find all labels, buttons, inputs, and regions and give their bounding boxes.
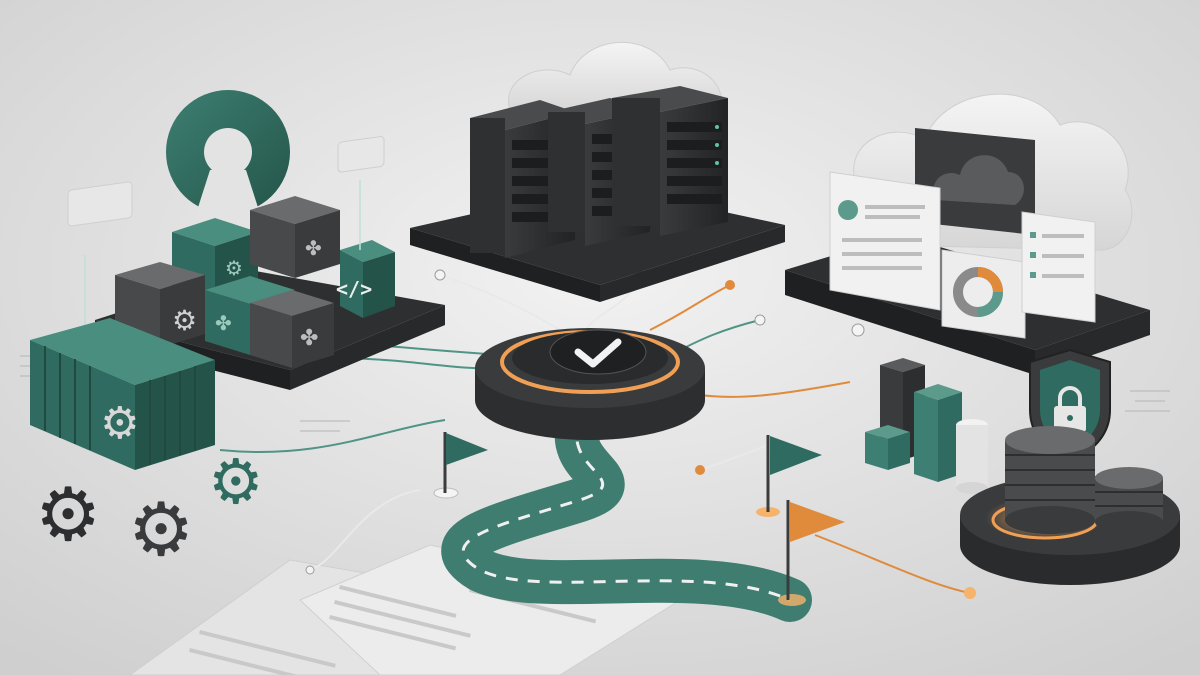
- lock-icon: [1054, 386, 1086, 432]
- list-card: [1021, 211, 1096, 323]
- gear-icon: ⚙: [128, 487, 194, 573]
- flag-icon: [770, 436, 822, 475]
- puzzle-cube: ✤: [250, 196, 340, 278]
- network-icon: ⚙: [225, 256, 243, 280]
- roadmap-path: [441, 398, 812, 622]
- floating-card: [337, 136, 385, 250]
- milestone-flag: [786, 500, 845, 600]
- bar-blocks: [865, 358, 988, 494]
- info-card: [829, 171, 941, 311]
- cloud-icon: [933, 155, 1024, 205]
- coin-platform: [960, 426, 1180, 585]
- cloud-dashboard: [785, 93, 1150, 375]
- central-hub: [475, 328, 705, 440]
- coin-stack: [1005, 426, 1095, 534]
- donut-card: [941, 249, 1026, 339]
- puzzle-icon: ✤: [300, 326, 318, 351]
- cube-stack: ⚙ ✤ </> ✤ ⚙: [115, 196, 395, 368]
- gear-icon: ⚙: [100, 398, 139, 449]
- flag-icon: [790, 502, 845, 542]
- puzzle-icon: ✤: [305, 236, 322, 260]
- gear-icon: ⚙: [35, 472, 101, 558]
- monitor: [915, 128, 1035, 235]
- open-source-logo-icon: [166, 90, 290, 220]
- gears: ⚙ ⚙ ⚙: [35, 445, 264, 573]
- connection-nodes: [305, 265, 976, 599]
- gear-icon: ⚙: [208, 445, 264, 518]
- milestone-flag: [756, 435, 822, 517]
- shipping-container: ⚙: [30, 318, 215, 470]
- coin-stack: [1095, 467, 1163, 533]
- server-platform: [410, 41, 785, 302]
- gear-icon: ⚙: [172, 304, 197, 337]
- checkmark-icon: [574, 338, 622, 368]
- code-icon: </>: [336, 277, 372, 301]
- server-rack: [612, 86, 728, 236]
- puzzle-icon: ✤: [215, 311, 232, 335]
- floating-card: [67, 181, 133, 340]
- flag-icon: [446, 433, 488, 465]
- puzzle-cube: ✤: [250, 290, 334, 368]
- milestone-flag: [433, 432, 488, 499]
- code-cube: </>: [336, 240, 395, 318]
